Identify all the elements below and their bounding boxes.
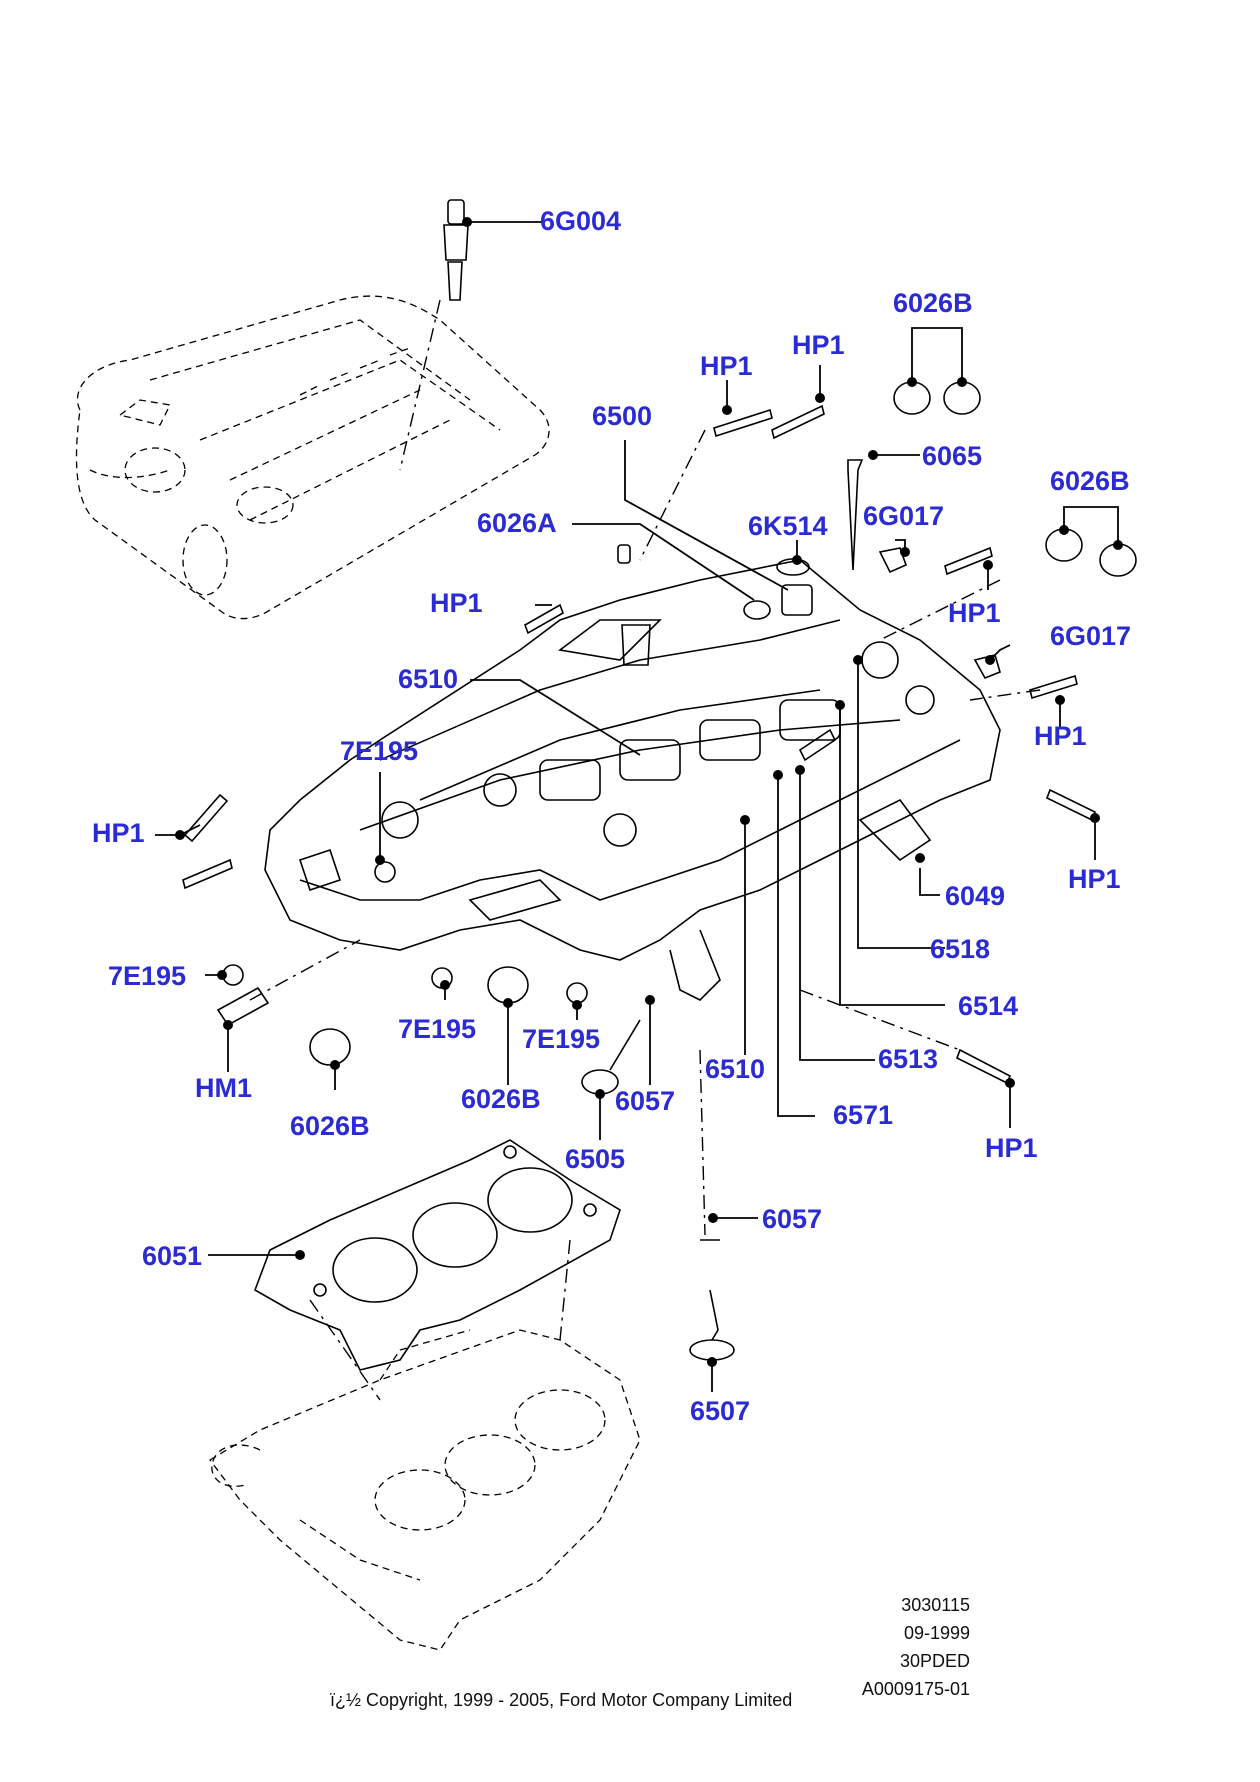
copyright-notice: ï¿½ Copyright, 1999 - 2005, Ford Motor C… [330, 1690, 793, 1710]
callout-6026B: 6026B [290, 1111, 370, 1141]
callout-6510: 6510 [398, 664, 458, 694]
diagram-date: 09-1999 [903, 1623, 970, 1643]
callout-HP1: HP1 [700, 351, 753, 381]
callout-7E195: 7E195 [398, 1014, 476, 1044]
callout-HP1: HP1 [1068, 864, 1121, 894]
callout-6510: 6510 [705, 1054, 765, 1084]
callout-6G017: 6G017 [1050, 621, 1131, 651]
callout-HP1: HP1 [792, 330, 845, 360]
callout-6049: 6049 [945, 881, 1005, 911]
callout-6G017: 6G017 [863, 501, 944, 531]
callout-HP1: HP1 [430, 588, 483, 618]
cylinder-head-gasket [254, 1139, 621, 1371]
callout-6505: 6505 [565, 1144, 625, 1174]
callout-6K514: 6K514 [748, 511, 828, 541]
callout-6507: 6507 [690, 1396, 750, 1426]
callout-6026B: 6026B [461, 1084, 541, 1114]
callout-HP1: HP1 [92, 818, 145, 848]
callout-6513: 6513 [878, 1044, 938, 1074]
callout-HM1: HM1 [195, 1073, 252, 1103]
callout-7E195: 7E195 [340, 736, 418, 766]
callout-6514: 6514 [958, 991, 1018, 1021]
callout-6057: 6057 [762, 1204, 822, 1234]
callout-HP1: HP1 [985, 1133, 1038, 1163]
leader-lines [155, 217, 1123, 1392]
callout-6026A: 6026A [477, 508, 557, 538]
diagram-code: 30PDED [899, 1651, 970, 1671]
callout-6065: 6065 [922, 441, 982, 471]
callout-7E195: 7E195 [522, 1024, 600, 1054]
callout-6571: 6571 [833, 1100, 893, 1130]
callout-6500: 6500 [592, 401, 652, 431]
callout-6051: 6051 [142, 1241, 202, 1271]
cylinder-head [264, 559, 1001, 1001]
callout-labels: 6G004 6026B HP1 HP1 6500 6065 6026B 6026… [92, 206, 1131, 1426]
diagram-ref: 3030115 [901, 1595, 970, 1615]
callout-6026B: 6026B [1050, 466, 1130, 496]
engine-block-ghost [209, 1329, 641, 1651]
callout-6G004: 6G004 [540, 206, 621, 236]
callout-6026B: 6026B [893, 288, 973, 318]
callout-6518: 6518 [930, 934, 990, 964]
callout-HP1: HP1 [948, 598, 1001, 628]
diagram-image-id: A0009175-01 [861, 1679, 970, 1699]
callout-7E195: 7E195 [108, 961, 186, 991]
camshaft-cover-ghost [75, 295, 550, 620]
alignment-lines [249, 299, 1041, 1401]
callout-6057: 6057 [615, 1086, 675, 1116]
callout-HP1: HP1 [1034, 721, 1087, 751]
